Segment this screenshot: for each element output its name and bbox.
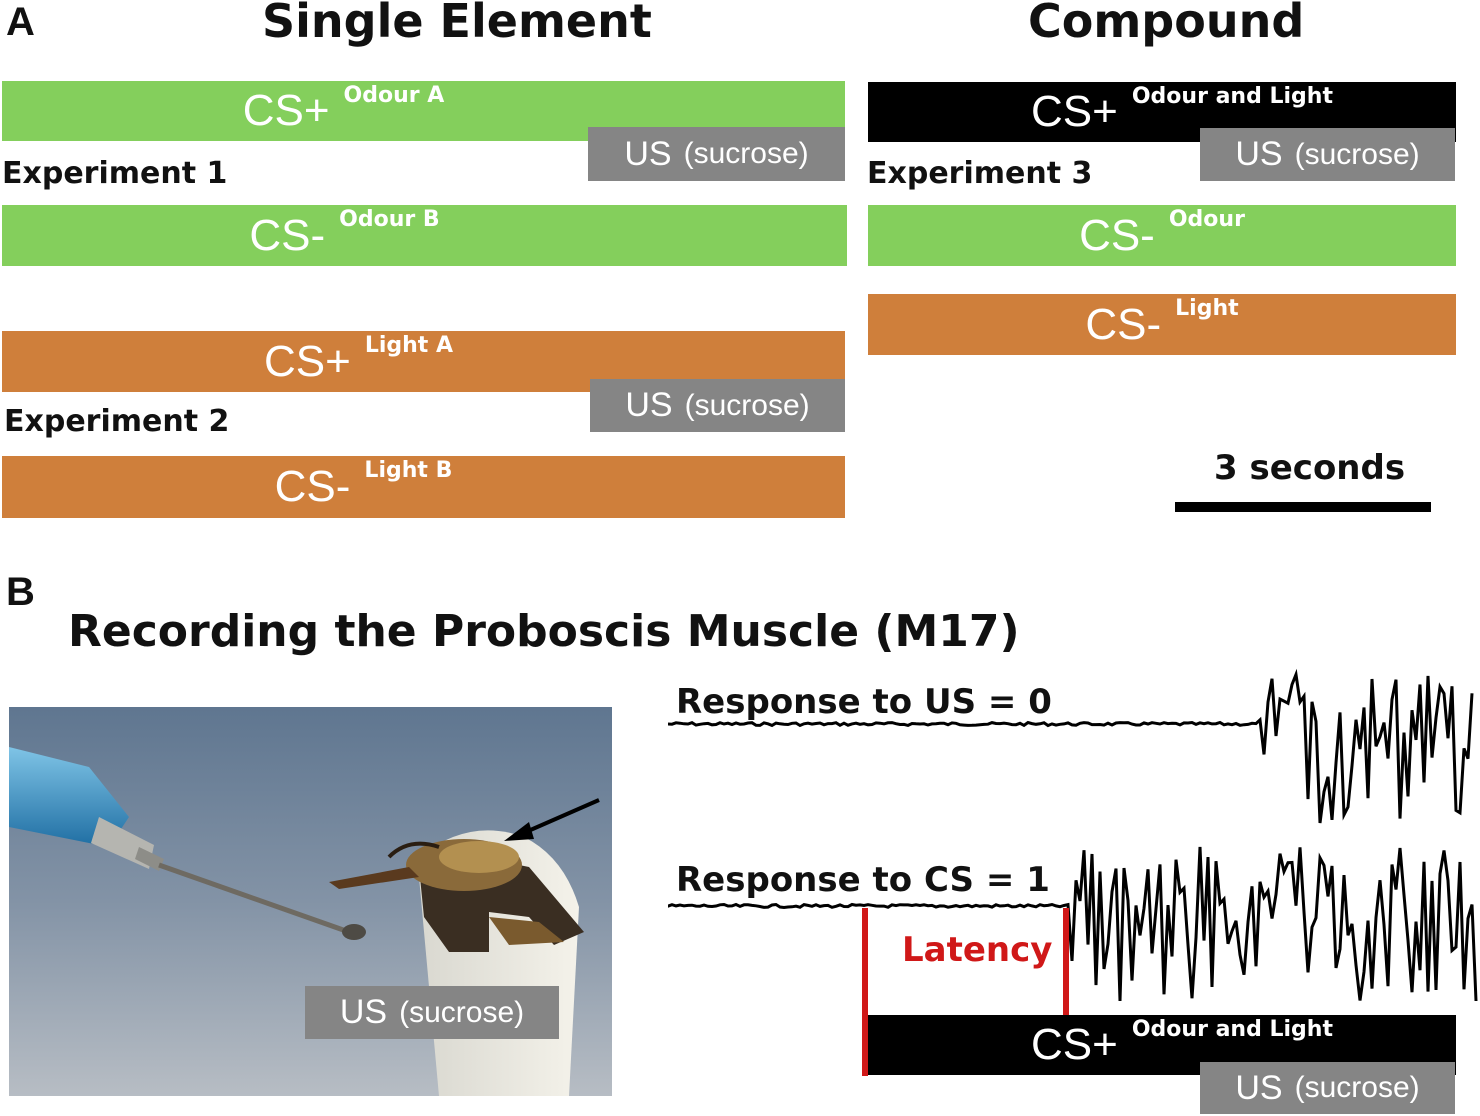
trace-cs-waveform <box>668 846 1478 1002</box>
experiment-1-label: Experiment 1 <box>2 156 228 191</box>
exp3-cs-plus-bar: CS+ Odour and Light <box>868 82 1456 142</box>
cs-stimulus-label: Light <box>1175 296 1239 321</box>
cs-label: CS- <box>249 210 326 260</box>
exp2-cs-minus-bar: CS- Light B <box>2 456 845 518</box>
trace-us-waveform <box>668 668 1474 824</box>
cs-label: CS+ <box>242 86 330 135</box>
latency-start-line <box>862 908 868 1076</box>
exp1-cs-minus-bar: CS- Odour B <box>2 205 847 266</box>
cs-stimulus-label: Light B <box>364 458 453 483</box>
trace-path <box>668 668 1474 824</box>
cs-label: CS+ <box>1031 87 1118 136</box>
cs-stimulus-label: Odour B <box>339 207 440 232</box>
exp3-us-bar: US (sucrose) <box>1200 128 1455 181</box>
cs-label: CS+ <box>264 336 351 386</box>
exp3-cs-minus-light-bar: CS- Light <box>868 294 1456 355</box>
us-sucrose-label: (sucrose) <box>399 995 525 1029</box>
exp1-us-bar: US (sucrose) <box>588 127 845 181</box>
latency-end-line <box>1063 908 1069 1018</box>
panel-b-us-bar: US (sucrose) <box>1200 1062 1455 1114</box>
cs-label: CS- <box>1079 210 1155 260</box>
panel-b-letter: B <box>6 570 35 614</box>
bee-recording-photo: US (sucrose) <box>9 707 612 1096</box>
cs-label: CS- <box>1085 299 1162 349</box>
us-label: US <box>625 386 673 424</box>
us-label: US <box>624 134 672 173</box>
needle <box>158 862 350 935</box>
bee-proboscis <box>329 867 419 889</box>
arrow-head-icon <box>504 822 534 841</box>
sucrose-droplet <box>342 924 366 940</box>
single-element-heading: Single Element <box>262 0 652 48</box>
cs-stimulus-label: Light A <box>364 333 453 358</box>
us-label: US <box>339 993 388 1031</box>
experiment-3-label: Experiment 3 <box>867 156 1093 191</box>
trace-path <box>668 846 1478 1002</box>
cs-stimulus-label: Odour and Light <box>1131 1017 1333 1042</box>
latency-label: Latency <box>902 930 1053 970</box>
compound-heading: Compound <box>1028 0 1305 48</box>
scale-bar <box>1175 502 1431 512</box>
us-sucrose-label: (sucrose) <box>1294 137 1420 171</box>
trace-us-label: Response to US = 0 <box>676 682 1052 722</box>
cs-stimulus-label: Odour A <box>343 83 445 108</box>
arrow-line <box>518 798 600 837</box>
exp3-cs-minus-odour-bar: CS- Odour <box>868 205 1456 266</box>
muscle-traces <box>668 668 1478 1076</box>
panel-a-letter: A <box>6 0 35 44</box>
us-label: US <box>1235 1068 1283 1107</box>
photo-us-label-box: US (sucrose) <box>305 986 559 1039</box>
us-label: US <box>1235 135 1283 173</box>
us-sucrose-label: (sucrose) <box>1294 1071 1420 1104</box>
us-sucrose-label: (sucrose) <box>683 137 809 170</box>
panel-b-title: Recording the Proboscis Muscle (M17) <box>68 606 1020 657</box>
cs-stimulus-label: Odour and Light <box>1131 84 1333 109</box>
cs-label: CS+ <box>1031 1020 1118 1069</box>
exp1-cs-plus-bar: CS+ Odour A <box>2 81 845 141</box>
experiment-2-label: Experiment 2 <box>4 404 230 439</box>
cs-label: CS- <box>274 462 351 511</box>
cs-stimulus-label: Odour <box>1168 207 1245 232</box>
scale-bar-label: 3 seconds <box>1214 448 1406 488</box>
exp2-us-bar: US (sucrose) <box>590 379 845 432</box>
trace-cs-label: Response to CS = 1 <box>676 860 1050 900</box>
us-sucrose-label: (sucrose) <box>684 388 810 422</box>
